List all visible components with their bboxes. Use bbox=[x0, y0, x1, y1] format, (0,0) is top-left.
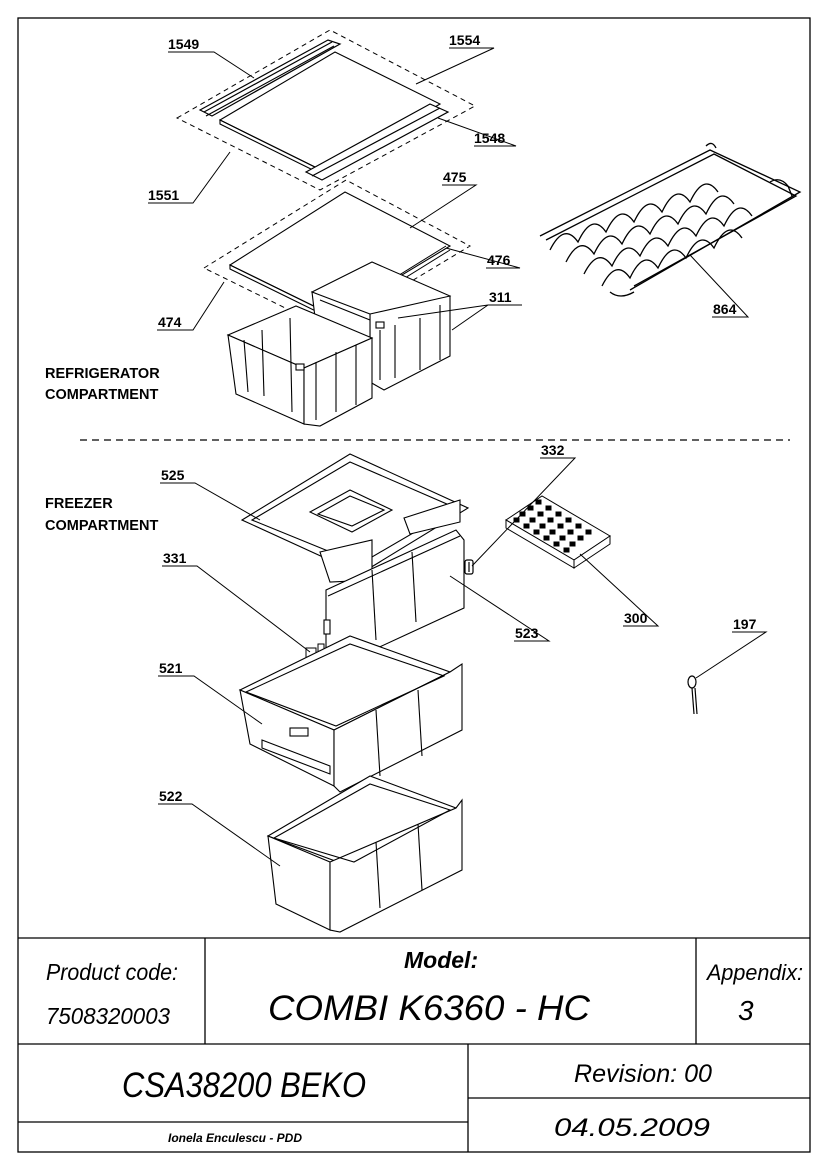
refrigerator-label-line2: COMPARTMENT bbox=[45, 387, 158, 403]
freezer-shelf-525 bbox=[240, 453, 470, 583]
label-476: 476 bbox=[487, 252, 511, 268]
freezer-drawer-522 bbox=[266, 775, 463, 933]
label-1548: 1548 bbox=[474, 130, 505, 146]
freezer-label-line1: FREEZER bbox=[45, 496, 113, 512]
front-trim-1548 bbox=[304, 103, 450, 181]
revision: Revision: 00 bbox=[574, 1060, 712, 1088]
appendix-number: 3 bbox=[738, 995, 754, 1026]
label-1549: 1549 bbox=[168, 36, 199, 52]
part-labels: 1549 1554 1548 1551 475 476 474 311 864 … bbox=[148, 32, 757, 804]
label-332: 332 bbox=[541, 442, 565, 458]
rear-trim-1549 bbox=[198, 39, 342, 117]
label-523: 523 bbox=[515, 625, 539, 641]
freezer-label-line2: COMPARTMENT bbox=[45, 518, 158, 534]
date: 04.05.2009 bbox=[554, 1114, 710, 1142]
product-code-label: Product code: bbox=[46, 959, 178, 985]
appendix-label: Appendix: bbox=[705, 960, 803, 985]
label-521: 521 bbox=[159, 660, 183, 676]
clip-332 bbox=[464, 559, 474, 575]
pin-197 bbox=[687, 675, 698, 715]
label-1554: 1554 bbox=[449, 32, 480, 48]
product-code-value: 7508320003 bbox=[46, 1003, 170, 1029]
label-1551: 1551 bbox=[148, 187, 179, 203]
label-474: 474 bbox=[158, 314, 182, 330]
shelf-group-outline-1551 bbox=[175, 29, 477, 191]
label-525: 525 bbox=[161, 467, 185, 483]
refrigerator-label-line1: REFRIGERATOR bbox=[45, 366, 160, 382]
label-522: 522 bbox=[159, 788, 183, 804]
title-block bbox=[18, 937, 810, 1152]
model-label: Model: bbox=[404, 947, 478, 973]
wine-rack-864 bbox=[539, 142, 802, 297]
sheet-frame bbox=[17, 17, 811, 1153]
label-475: 475 bbox=[443, 169, 467, 185]
leader-lines bbox=[148, 47, 768, 867]
freezer-drawer-521 bbox=[238, 635, 463, 793]
label-300: 300 bbox=[624, 610, 648, 626]
label-311: 311 bbox=[489, 289, 512, 305]
drawing-code: CSA38200 BEKO bbox=[122, 1066, 366, 1105]
label-864: 864 bbox=[713, 301, 737, 317]
label-197: 197 bbox=[733, 616, 757, 632]
author: Ionela Enculescu - PDD bbox=[168, 1131, 302, 1145]
label-331: 331 bbox=[163, 550, 187, 566]
crisper-drawers-311 bbox=[226, 261, 452, 427]
model-name: COMBI K6360 - HC bbox=[268, 989, 591, 1028]
ice-cube-tray-300 bbox=[505, 495, 611, 569]
